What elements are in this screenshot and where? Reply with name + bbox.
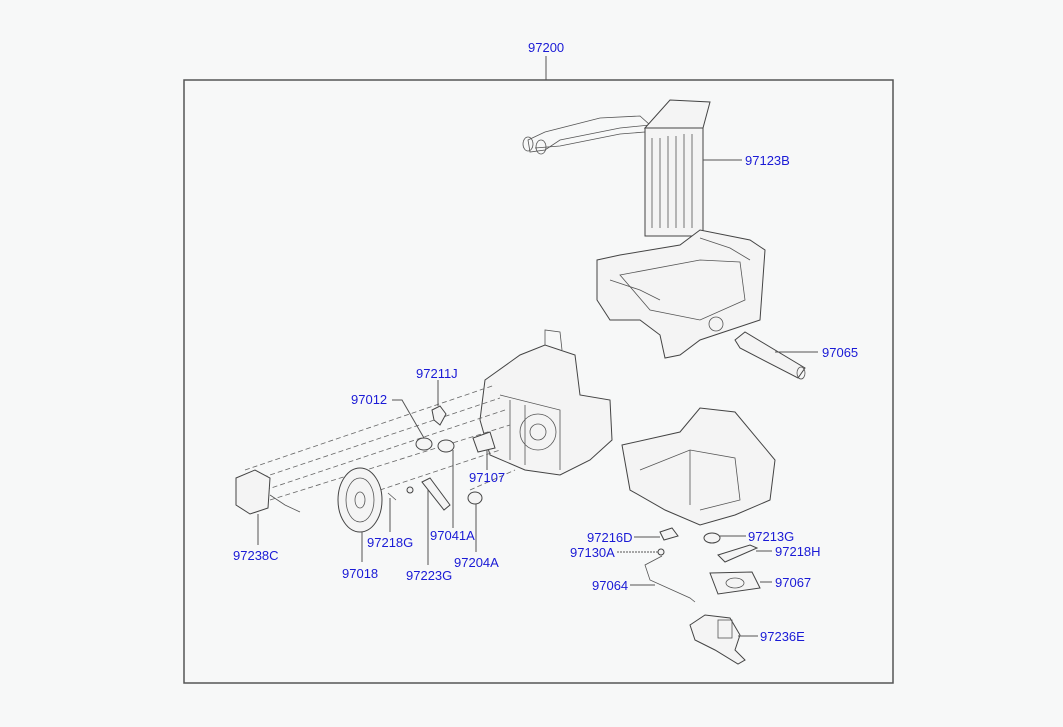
label-97238C[interactable]: 97238C bbox=[233, 548, 279, 563]
lever-97213G-part[interactable] bbox=[703, 532, 721, 544]
heater-core-part[interactable] bbox=[522, 99, 711, 237]
label-97107[interactable]: 97107 bbox=[469, 470, 505, 485]
bracket-97107-part[interactable] bbox=[472, 431, 496, 453]
clip-97130A-part[interactable] bbox=[657, 548, 665, 556]
label-97218G[interactable]: 97218G bbox=[367, 535, 413, 550]
rod-97064-part[interactable] bbox=[644, 555, 696, 603]
pipe-part[interactable] bbox=[734, 331, 806, 380]
label-97213G[interactable]: 97213G bbox=[748, 529, 794, 544]
link-97211J-part[interactable] bbox=[431, 405, 447, 426]
blower-housing-part[interactable] bbox=[479, 329, 613, 476]
label-97211J[interactable]: 97211J bbox=[416, 366, 458, 381]
label-97204A[interactable]: 97204A bbox=[454, 555, 499, 570]
lower-housing-part[interactable] bbox=[621, 407, 776, 526]
label-97067[interactable]: 97067 bbox=[775, 575, 811, 590]
assembly-frame bbox=[183, 79, 894, 684]
explosion-lines bbox=[244, 384, 516, 501]
fan-97018-part[interactable] bbox=[337, 467, 383, 533]
label-97064[interactable]: 97064 bbox=[592, 578, 628, 593]
cap-97204A-part[interactable] bbox=[467, 491, 483, 505]
lever-97218H-part[interactable] bbox=[717, 544, 759, 563]
label-97223G[interactable]: 97223G bbox=[406, 568, 452, 583]
plate-97067-part[interactable] bbox=[709, 571, 761, 595]
actuator-97236E-part[interactable] bbox=[689, 614, 746, 665]
label-97218H[interactable]: 97218H bbox=[775, 544, 821, 559]
label-97065[interactable]: 97065 bbox=[822, 345, 858, 360]
label-97200[interactable]: 97200 bbox=[528, 40, 564, 55]
label-97018[interactable]: 97018 bbox=[342, 566, 378, 581]
screw-97218G-part[interactable] bbox=[387, 486, 414, 501]
actuator-97238C-part[interactable] bbox=[235, 469, 301, 515]
label-97216D[interactable]: 97216D bbox=[587, 530, 633, 545]
lever-97223G-part[interactable] bbox=[421, 477, 451, 511]
door-97012-part[interactable] bbox=[415, 437, 455, 453]
upper-housing-part[interactable] bbox=[596, 229, 766, 359]
label-97123B[interactable]: 97123B bbox=[745, 153, 790, 168]
label-97130A[interactable]: 97130A bbox=[570, 545, 615, 560]
label-97041A[interactable]: 97041A bbox=[430, 528, 475, 543]
label-97236E[interactable]: 97236E bbox=[760, 629, 805, 644]
link-97216D-part[interactable] bbox=[659, 527, 679, 541]
label-97012[interactable]: 97012 bbox=[351, 392, 387, 407]
